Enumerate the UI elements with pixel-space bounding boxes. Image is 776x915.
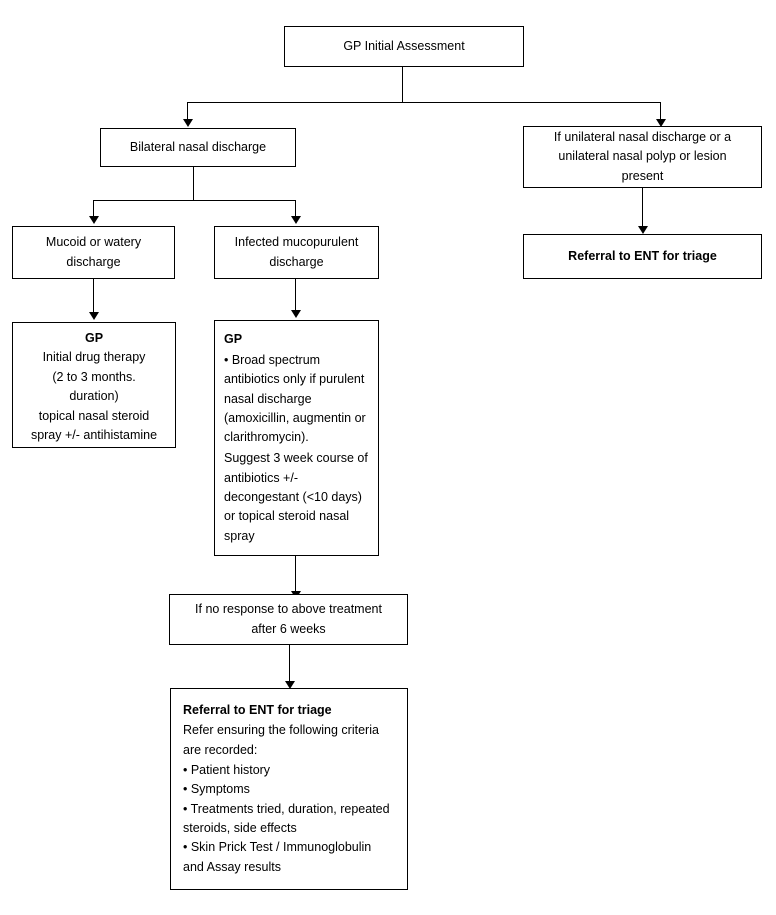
node-gp-right-heading: GP (224, 332, 243, 346)
node-gp-left-line-1: Initial drug therapy (42, 350, 146, 365)
node-gp-right-bullet-1: • Broad spectrum antibiotics only if pur… (224, 352, 366, 445)
node-gp-left-line-3: duration) (69, 389, 119, 404)
connector-initial-trunk (402, 67, 403, 103)
node-gp-antibiotics[interactable]: GP • Broad spectrum antibiotics only if … (214, 320, 379, 556)
node-gp-right-paragraph-2: Suggest 3 week course of antibiotics +/-… (224, 451, 368, 543)
connector-gp-right-to-no-response (295, 556, 296, 593)
connector-to-bilateral (187, 102, 188, 121)
node-gp-initial-assessment[interactable]: GP Initial Assessment (284, 26, 524, 67)
node-referral-bottom-bullet-1: • Patient history (183, 762, 271, 777)
node-referral-ent-right-label: Referral to ENT for triage (568, 248, 717, 263)
node-unilateral-line-2: unilateral nasal polyp or lesion (558, 149, 727, 164)
node-gp-initial-drug-therapy[interactable]: GP Initial drug therapy (2 to 3 months. … (12, 322, 176, 448)
arrowhead-to-referral-right-icon (638, 226, 648, 234)
connector-no-response-to-referral-bottom (289, 645, 290, 685)
arrowhead-to-mucoid-icon (89, 216, 99, 224)
arrowhead-to-gp-right-icon (291, 310, 301, 318)
node-referral-bottom-heading: Referral to ENT for triage (183, 703, 332, 717)
node-referral-bottom-bullet-2: • Symptoms (183, 782, 250, 797)
node-mucoid-line-1: Mucoid or watery (45, 235, 142, 250)
node-referral-ent-right[interactable]: Referral to ENT for triage (523, 234, 762, 279)
connector-to-mucoid (93, 200, 94, 218)
node-infected-mucopurulent-discharge[interactable]: Infected mucopurulent discharge (214, 226, 379, 279)
node-bilateral-nasal-discharge[interactable]: Bilateral nasal discharge (100, 128, 296, 167)
connector-infected-to-gp-right (295, 279, 296, 312)
arrowhead-to-referral-bottom-icon (285, 681, 295, 689)
connector-initial-split-bar (187, 102, 661, 103)
node-mucoid-line-2: discharge (66, 254, 121, 269)
arrowhead-to-gp-left-icon (89, 312, 99, 320)
node-infected-line-1: Infected mucopurulent (234, 235, 359, 250)
node-mucoid-watery-discharge[interactable]: Mucoid or watery discharge (12, 226, 175, 279)
node-referral-ent-bottom[interactable]: Referral to ENT for triage Refer ensurin… (170, 688, 408, 890)
node-gp-initial-assessment-label: GP Initial Assessment (343, 38, 465, 53)
connector-bilateral-trunk (193, 167, 194, 201)
arrowhead-to-bilateral-icon (183, 119, 193, 127)
node-gp-left-line-2: (2 to 3 months. (52, 369, 136, 384)
connector-mucoid-to-gp-left (93, 279, 94, 314)
node-bilateral-label: Bilateral nasal discharge (129, 139, 267, 154)
node-no-response-line-1: If no response to above treatment (195, 602, 382, 617)
connector-to-infected (295, 200, 296, 218)
node-gp-left-line-4: topical nasal steroid (38, 408, 150, 423)
node-gp-left-heading: GP (84, 331, 104, 345)
arrowhead-to-infected-icon (291, 216, 301, 224)
node-no-response-line-2: after 6 weeks (251, 621, 326, 636)
connector-unilateral-to-referral (642, 188, 643, 228)
node-infected-line-2: discharge (269, 254, 324, 269)
node-referral-bottom-bullet-3: • Treatments tried, duration, repeated s… (183, 801, 390, 835)
node-gp-left-line-5: spray +/- antihistamine (30, 427, 158, 442)
arrowhead-to-unilateral-icon (656, 119, 666, 127)
node-no-response-to-treatment[interactable]: If no response to above treatment after … (169, 594, 408, 645)
connector-bilateral-split-bar (93, 200, 296, 201)
node-unilateral-line-3: present (621, 168, 664, 183)
node-unilateral-discharge[interactable]: If unilateral nasal discharge or a unila… (523, 126, 762, 188)
connector-to-unilateral (660, 102, 661, 121)
node-unilateral-line-1: If unilateral nasal discharge or a (553, 129, 732, 144)
node-referral-bottom-intro: Refer ensuring the following criteria ar… (183, 723, 379, 757)
node-referral-bottom-bullet-4: • Skin Prick Test / Immunoglobulin and A… (183, 840, 372, 874)
